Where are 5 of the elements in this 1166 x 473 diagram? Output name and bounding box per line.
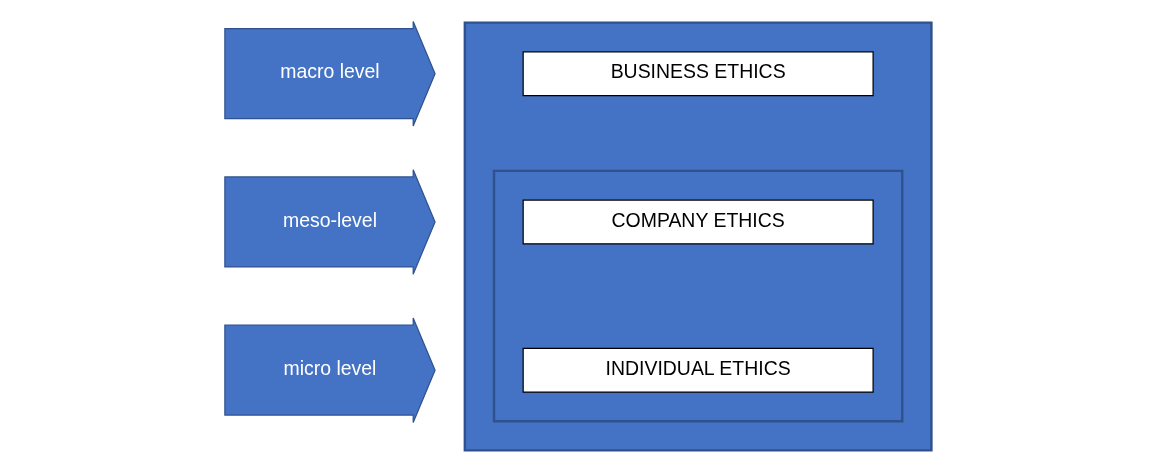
node-box: BUSINESS ETHICS [522,51,874,97]
cluster [463,21,933,452]
cluster [492,169,904,423]
node-box: INDIVIDUAL ETHICS [522,347,874,393]
node-box: COMPANY ETHICS [522,199,874,245]
